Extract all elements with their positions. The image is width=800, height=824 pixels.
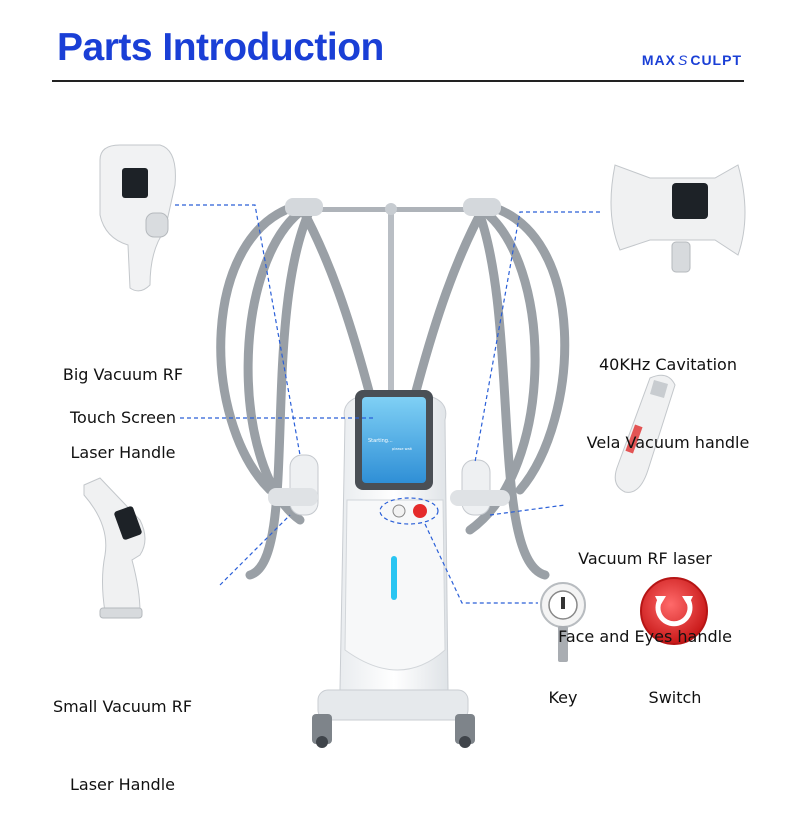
label-touch-screen: Touch Screen — [69, 408, 176, 427]
small-vacuum-handle-icon — [83, 477, 146, 619]
brand-right: CULPT — [690, 52, 742, 68]
label-face-eyes: Vacuum RF laser Face and Eyes handle — [550, 494, 740, 676]
face-eyes-handle-icon — [614, 374, 676, 493]
brand-left: MAX — [641, 52, 676, 68]
page-title: Parts Introduction — [57, 26, 384, 69]
cavitation-handle-icon — [610, 164, 746, 273]
screen-text-1: Starting... — [368, 438, 393, 444]
label-key: Key — [548, 688, 578, 707]
label-cavitation-line1: 40KHz Cavitation — [599, 355, 737, 374]
label-cavitation-line2: Vela Vacuum handle — [586, 433, 750, 452]
brand-mark: S — [677, 52, 689, 68]
label-face-eyes-line2: Face and Eyes handle — [558, 627, 732, 646]
leader-lines — [175, 204, 600, 604]
screen-text-2: please wait — [392, 447, 413, 451]
label-switch: Switch — [648, 688, 702, 707]
parts-diagram: Starting... please wait — [83, 144, 746, 748]
label-small-vacuum-line1: Small Vacuum RF — [52, 697, 193, 716]
machine-icon: Starting... please wait — [216, 198, 570, 748]
key-icon — [540, 582, 586, 662]
label-cavitation: 40KHz Cavitation Vela Vacuum handle — [578, 300, 758, 482]
label-big-vacuum-line1: Big Vacuum RF — [62, 365, 184, 384]
label-big-vacuum-line2: Laser Handle — [70, 443, 176, 462]
title-divider — [52, 80, 744, 82]
label-small-vacuum: Small Vacuum RF Laser Handle — [40, 642, 205, 824]
switch-icon — [640, 577, 708, 645]
label-face-eyes-line1: Vacuum RF laser — [578, 549, 712, 568]
big-vacuum-handle-icon — [99, 144, 176, 292]
label-small-vacuum-line2: Laser Handle — [70, 775, 175, 794]
label-big-vacuum: Big Vacuum RF Laser Handle — [48, 310, 198, 492]
